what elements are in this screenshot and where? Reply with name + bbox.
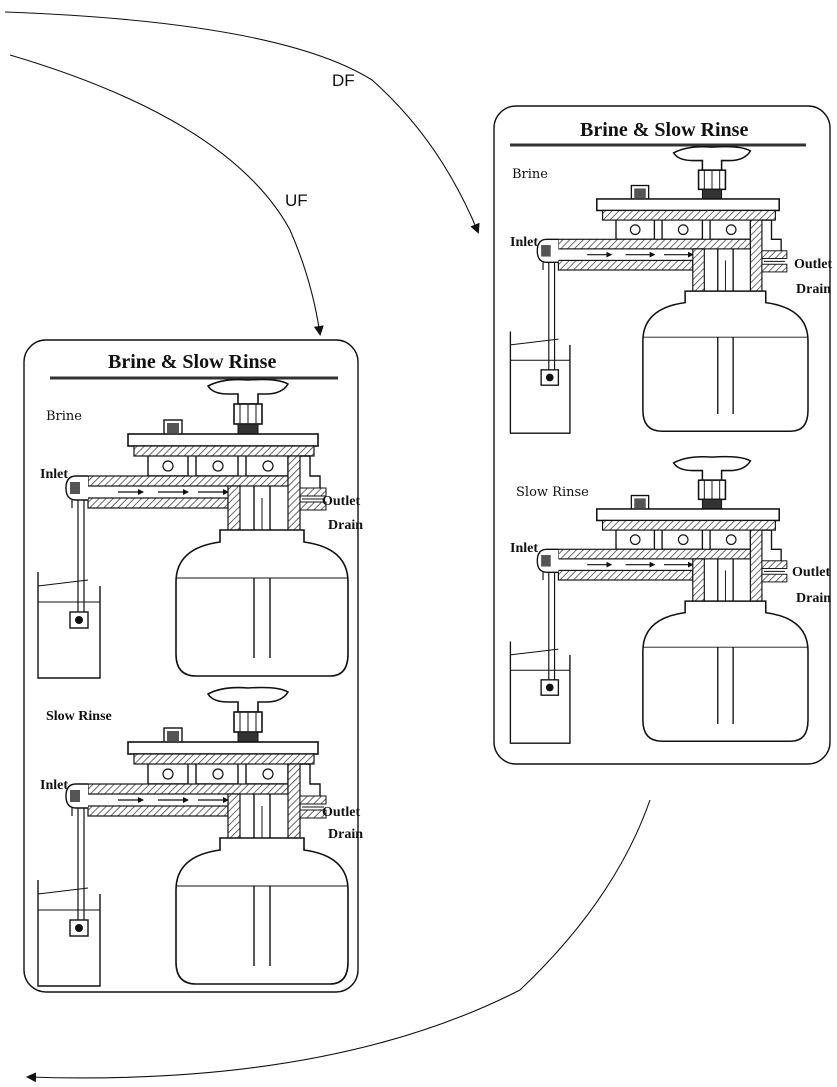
- left-brine-outlet-label: Outlet: [322, 494, 361, 509]
- panel-right-frame: [493, 105, 831, 765]
- left-slow-rinse-mode-label: Slow Rinse: [46, 709, 112, 724]
- panel-left-title: Brine & Slow Rinse: [108, 351, 277, 373]
- left-slow-rinse-drain-label: Drain: [328, 827, 363, 842]
- panel-left-frame: [23, 339, 359, 993]
- valve-diagram-right-brine: [510, 147, 808, 434]
- uf-flow-arrow: [9, 54, 324, 336]
- right-brine-drain-label: Drain: [796, 282, 831, 297]
- right-slow-rinse-drain-label: Drain: [796, 591, 831, 606]
- left-brine-inlet-label: Inlet: [40, 467, 68, 482]
- right-slow-rinse-mode-label: Slow Rinse: [516, 485, 589, 500]
- left-slow-rinse-outlet-label: Outlet: [322, 805, 361, 820]
- left-slow-rinse-inlet-label: Inlet: [40, 778, 68, 793]
- left-brine-drain-label: Drain: [328, 518, 363, 533]
- return-flow-arrow: [26, 799, 651, 1083]
- df-label: DF: [332, 71, 355, 90]
- right-brine-inlet-label: Inlet: [510, 235, 538, 250]
- panel-right-title: Brine & Slow Rinse: [580, 119, 749, 141]
- right-brine-outlet-label: Outlet: [794, 257, 833, 272]
- valve-diagram-left-brine: [38, 380, 348, 679]
- right-slow-rinse-outlet-label: Outlet: [792, 565, 831, 580]
- left-brine-mode-label: Brine: [46, 409, 82, 424]
- valve-diagram-left-slow-rinse: [38, 688, 348, 987]
- uf-label: UF: [285, 191, 308, 210]
- right-brine-mode-label: Brine: [512, 167, 548, 182]
- df-flow-arrow: [4, 11, 480, 234]
- right-slow-rinse-inlet-label: Inlet: [510, 541, 538, 556]
